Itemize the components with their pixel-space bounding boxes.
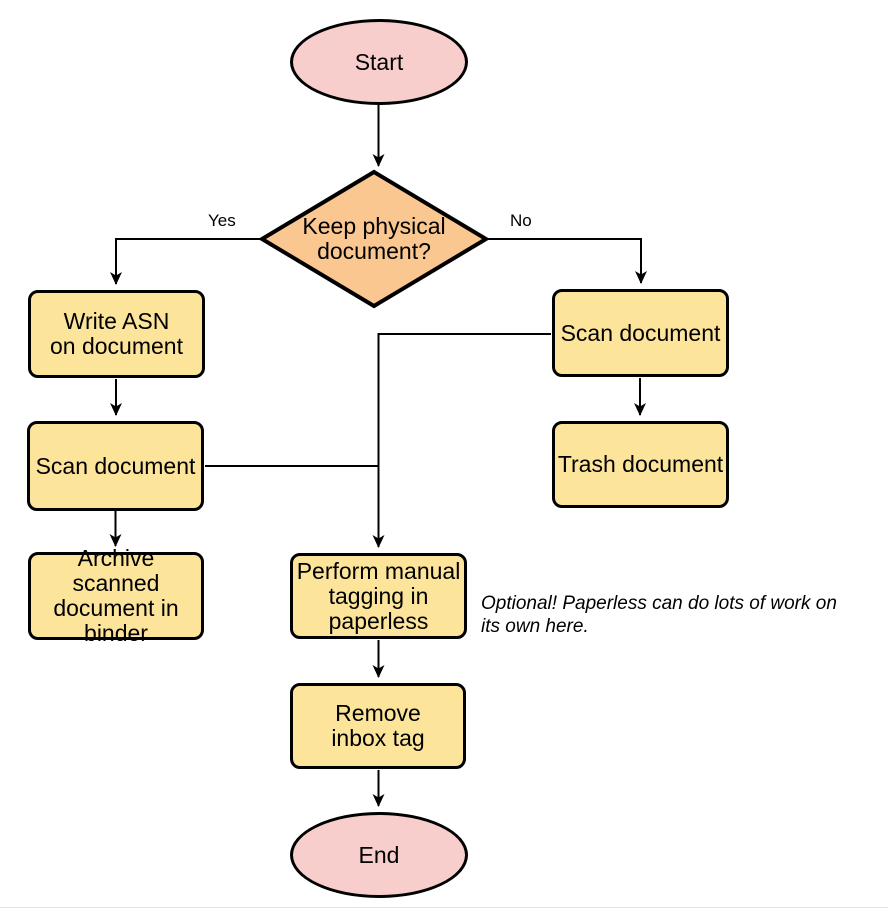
- node-manual-tagging: Perform manual tagging in paperless: [290, 553, 467, 639]
- node-decision: Keep physical document?: [258, 168, 490, 310]
- node-scan-left-label: Scan document: [35, 452, 196, 479]
- node-start-label: Start: [354, 48, 404, 75]
- edge-scanright-to-tagging: [372, 333, 551, 548]
- edge-label-no: No: [508, 211, 534, 231]
- edge-decision-yes: [110, 238, 262, 285]
- optional-note: Optional! Paperless can do lots of work …: [481, 593, 837, 637]
- diamond-shape-icon: [258, 169, 490, 309]
- node-remove-inbox-tag: Remove inbox tag: [290, 683, 466, 769]
- edge-label-yes: Yes: [206, 211, 238, 231]
- node-scan-document-left: Scan document: [27, 421, 204, 511]
- node-trash-document: Trash document: [552, 421, 729, 508]
- node-write-asn: Write ASN on document: [28, 290, 205, 378]
- node-decision-label: Keep physical document?: [302, 213, 446, 264]
- node-scan-document-right: Scan document: [552, 289, 729, 377]
- node-end: End: [290, 812, 468, 898]
- edge-decision-no: [486, 238, 647, 284]
- node-end-label: End: [358, 841, 400, 868]
- node-start: Start: [290, 19, 468, 105]
- node-trash-label: Trash document: [557, 451, 724, 477]
- node-scan-right-label: Scan document: [560, 319, 721, 346]
- node-archive-binder: Archive scanned document in binder: [28, 546, 204, 646]
